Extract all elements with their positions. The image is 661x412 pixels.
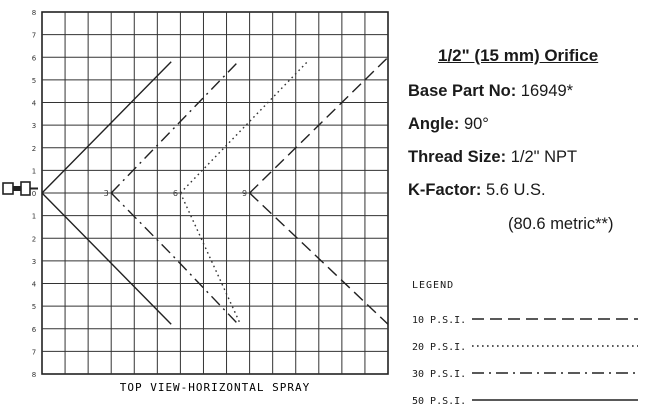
- angle-value: 90°: [463, 115, 489, 133]
- nozzle-specs: 1/2" (15 mm) Orifice Base Part No: 16949…: [408, 46, 658, 234]
- y-tick-label: 4: [32, 281, 37, 289]
- k-factor-value: 5.6 U.S.: [485, 181, 546, 199]
- y-tick-label: 1: [32, 213, 36, 221]
- angle-label: Angle:: [408, 115, 460, 133]
- y-tick-label: 2: [32, 145, 36, 153]
- legend-title: LEGEND: [412, 280, 455, 291]
- spray-chart: 3 6 9 8 7 6 5 4 3 2 1 0 1 2 3 4 5 6 7 8 TOP VIEW-HORIZONTA…: [2, 9, 389, 394]
- base-part-row: Base Part No: 16949*: [408, 82, 658, 108]
- y-tick-label: 8: [32, 371, 36, 379]
- thread-size-label: Thread Size:: [408, 148, 507, 166]
- legend-label: 30 P.S.I.: [412, 369, 466, 380]
- y-tick-label: 3: [32, 122, 36, 130]
- angle-row: Angle: 90°: [408, 115, 658, 141]
- y-tick-label: 3: [32, 258, 36, 266]
- y-tick-label: 5: [32, 303, 36, 311]
- series-layer: 3 6 9: [41, 56, 389, 325]
- metric-note: (80.6 metric**): [508, 215, 614, 233]
- k-factor-row: K-Factor: 5.6 U.S.: [408, 181, 658, 207]
- y-tick-label: 5: [32, 77, 36, 85]
- legend-label: 20 P.S.I.: [412, 342, 466, 353]
- x-point-label: 9: [242, 189, 247, 198]
- series-line-50-lower: [41, 192, 172, 325]
- y-tick-label: 7: [32, 32, 36, 40]
- legend-label: 50 P.S.I.: [412, 396, 466, 407]
- orifice-title: 1/2" (15 mm) Orifice: [438, 46, 599, 65]
- y-tick-labels: 8 7 6 5 4 3 2 1 0 1 2 3 4 5 6 7 8: [32, 9, 37, 379]
- x-point-label: 6: [173, 189, 178, 198]
- series-line-20-upper: [179, 61, 308, 194]
- base-part-value: 16949*: [520, 82, 574, 100]
- x-axis-label: TOP VIEW-HORIZONTAL SPRAY: [120, 381, 311, 394]
- legend-entries: 10 P.S.I. 20 P.S.I. 30 P.S.I. 50 P.S.I.: [412, 315, 638, 407]
- y-tick-label: 6: [32, 326, 37, 334]
- series-line-20-lower: [179, 192, 242, 325]
- series-line-10-lower: [249, 192, 389, 325]
- y-tick-label: 7: [32, 348, 36, 356]
- series-line-30-upper: [110, 61, 239, 194]
- y-tick-label: 2: [32, 235, 36, 243]
- legend-label: 10 P.S.I.: [412, 315, 466, 326]
- x-point-label: 3: [104, 189, 109, 198]
- k-factor-label: K-Factor:: [408, 181, 482, 199]
- y-tick-label: 1: [32, 167, 36, 175]
- legend: LEGEND 10 P.S.I. 20 P.S.I. 30 P.S.I. 50 P.S…: [412, 280, 652, 407]
- y-tick-label: 4: [32, 100, 37, 108]
- series-line-50-upper: [41, 61, 172, 194]
- series-line-10-upper: [249, 56, 389, 194]
- y-tick-label: 6: [32, 54, 37, 62]
- base-part-label: Base Part No:: [408, 82, 517, 100]
- nozzle-icon: [2, 181, 38, 196]
- y-tick-label: 8: [32, 9, 36, 17]
- thread-size-row: Thread Size: 1/2" NPT: [408, 148, 658, 174]
- y-tick-label: 0: [32, 190, 36, 198]
- thread-size-value: 1/2" NPT: [510, 148, 578, 166]
- grid: [41, 11, 389, 375]
- series-line-30-lower: [110, 192, 239, 325]
